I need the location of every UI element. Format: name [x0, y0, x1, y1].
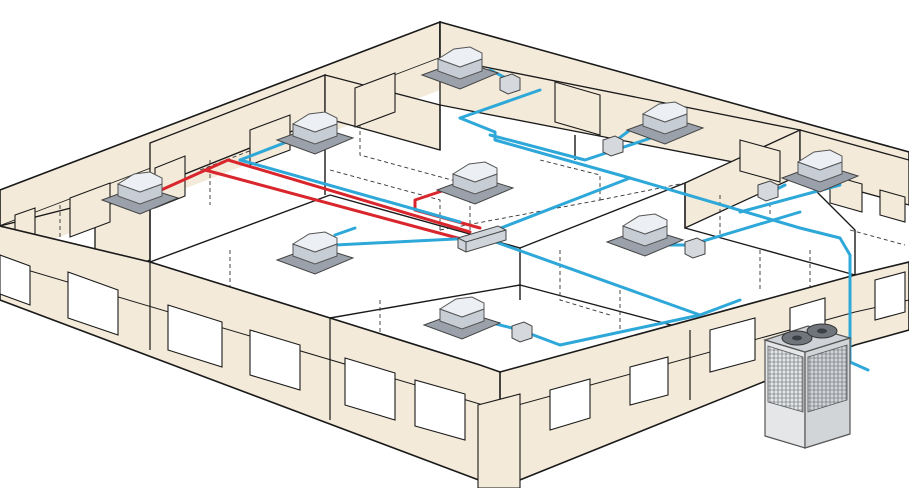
window — [554, 81, 601, 136]
red-pipe-upper — [148, 158, 472, 234]
branch-box-icon — [499, 73, 521, 95]
ceiling-cassette-icon — [100, 171, 180, 215]
blue-pipe-lower — [688, 210, 802, 247]
blue-pipe-main-5 — [488, 133, 662, 162]
front-windows — [0, 254, 906, 441]
condensing-unit-icon — [762, 323, 853, 449]
window — [739, 139, 781, 183]
ceiling-cassette-icon — [435, 161, 515, 205]
branch-box-icon — [511, 321, 533, 343]
window — [354, 72, 396, 128]
window — [629, 356, 669, 406]
ceiling-cassette-icon — [625, 101, 705, 145]
blue-pipe-main-9 — [518, 313, 702, 347]
partition-e — [799, 129, 909, 206]
ceiling-cassette-icon — [422, 296, 502, 340]
window — [414, 379, 466, 441]
blue-pipe-main-2 — [238, 158, 462, 224]
ceiling-cassette-icon — [780, 149, 860, 193]
outdoor-unit-grille-side — [807, 344, 848, 413]
window — [874, 271, 906, 321]
front-left-wall-top — [0, 226, 500, 410]
window — [549, 378, 591, 431]
blue-pipe-main-3 — [458, 88, 542, 120]
branch-boxes — [499, 73, 779, 343]
ceiling-cassette-icon — [420, 46, 500, 90]
blue-pipe-branch-b — [333, 236, 477, 247]
outdoor-unit-grille — [767, 345, 804, 413]
branch-box-icon — [602, 135, 624, 157]
back-windows — [14, 72, 906, 249]
red-pipe-branch — [413, 188, 447, 212]
branch-box-icon — [757, 180, 779, 202]
indoor-units — [100, 46, 860, 340]
window — [67, 271, 119, 336]
window — [709, 317, 756, 373]
refrigerant-header-icon — [457, 225, 507, 253]
ceiling-cassette-icon — [605, 213, 685, 257]
red-pipe-lower — [203, 168, 467, 242]
window — [0, 254, 31, 306]
ceiling-cassette-icon — [275, 231, 355, 275]
blue-pipe-branch-a — [333, 226, 357, 237]
ceiling-cassette-icon — [275, 111, 355, 155]
door — [477, 393, 521, 488]
branch-box-icon — [684, 237, 706, 259]
window — [69, 182, 111, 238]
window — [249, 329, 301, 391]
window — [167, 304, 223, 368]
window — [879, 189, 906, 223]
window — [344, 357, 396, 421]
